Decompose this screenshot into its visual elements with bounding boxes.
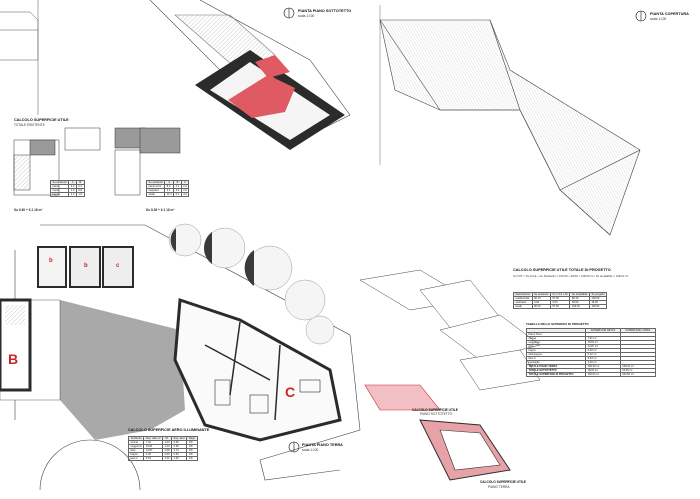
existing-plan-a <box>13 127 101 196</box>
small-plan-sottotetto <box>364 384 441 411</box>
subtitle-esistente: TOTALE ESISTENTE <box>14 123 45 127</box>
scale-copertura: scala 1:100 <box>650 17 667 21</box>
block-b-label: B <box>8 351 19 367</box>
title-terra-small: CALCOLO SUPERFICIE UTILE <box>480 480 526 484</box>
title-sottotetto-small: CALCOLO SUPERFICIE UTILE <box>412 408 458 412</box>
unit-b2-label: b <box>84 263 88 269</box>
tree-row <box>168 223 335 345</box>
title-copertura: PIANTA COPERTURA <box>650 12 689 16</box>
title-terra: PIANTA PIANO TERRA <box>302 443 343 447</box>
subtitle-progetto: Su TOT = Su Terra + Su Sottotetto = 100.… <box>513 274 629 278</box>
unit-c-label: c <box>116 263 120 269</box>
scale-terra: scala 1:100 <box>302 448 319 452</box>
building-b <box>0 298 32 392</box>
title-esistente: CALCOLO SUPERFICIE UTILE <box>14 118 69 122</box>
tree-shadows <box>170 228 254 286</box>
small-plan-terra <box>419 419 511 481</box>
title-sottotetto: PIANTA PIANO SOTTOTETTO <box>298 9 352 13</box>
copertura-roof-plan <box>379 5 641 236</box>
existing-plan-b <box>114 127 181 196</box>
subtitle-sottotetto-small: PIANO SOTTOTETTO <box>420 412 453 416</box>
sottotetto-highlight-area <box>228 75 295 118</box>
block-c-label: C <box>285 384 296 400</box>
north-arrow-icons <box>283 7 647 453</box>
subtitle-terra-small: PIANO TERRA <box>488 485 510 489</box>
tabella-title: TABELLA DELLE SUPERFICI DI PROGETTO <box>526 322 589 326</box>
unit-b1-label: b <box>49 258 53 264</box>
su-totale-esistente: Su 6.60 + 6.1 18 m² <box>14 208 43 212</box>
building-c-plan <box>173 297 342 442</box>
garage-units <box>37 246 134 288</box>
axonometric-diagram <box>359 269 541 391</box>
su-esistente-b: Su 8.38 + 6.1 18 m² <box>146 208 175 212</box>
top-left-site-lines <box>0 0 39 115</box>
title-progetto: CALCOLO SUPERFICIE UTILE TOTALE DI PROGE… <box>513 268 611 272</box>
sottotetto-plan <box>195 50 345 150</box>
scale-sottotetto: scala 1:100 <box>298 14 315 18</box>
title-aeroilluminante: CALCOLO SUPERFICIE AERO ILLUMINANTE <box>128 428 210 432</box>
